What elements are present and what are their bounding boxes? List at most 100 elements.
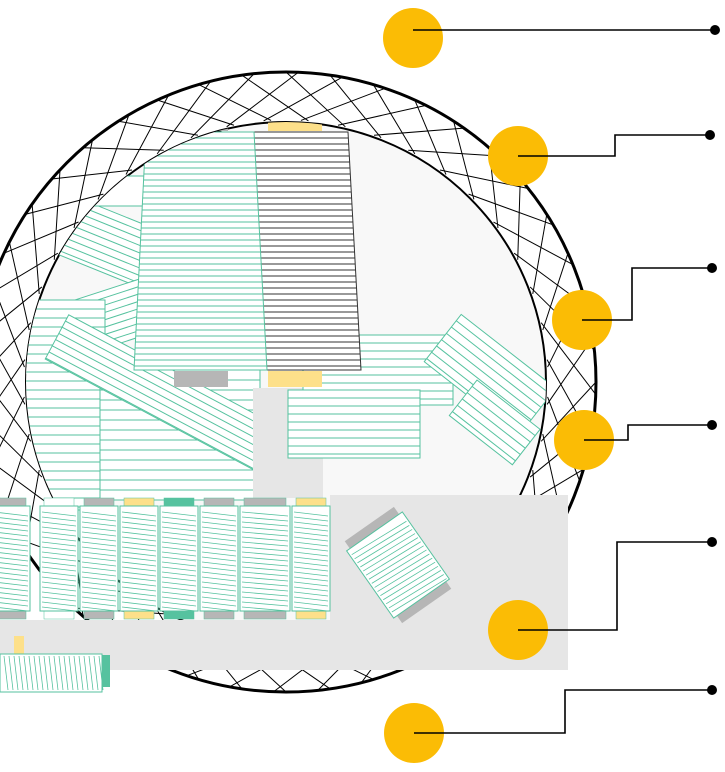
small-spool — [39, 497, 79, 620]
ring-thread — [125, 94, 170, 175]
spool-thread-line — [241, 606, 289, 612]
spool-thread-line — [293, 601, 329, 607]
spool-top-cap — [43, 497, 75, 507]
spool-thread-line — [293, 536, 329, 542]
spool-thread-line — [365, 541, 421, 576]
spool-bottom-cap — [123, 610, 155, 620]
small-spool — [0, 497, 31, 620]
spool-thread-line — [88, 655, 94, 691]
ring-thread — [374, 127, 464, 136]
callout-5 — [488, 537, 717, 660]
ring-thread — [517, 178, 521, 260]
ring-thread — [542, 253, 569, 331]
ring-thread — [157, 99, 235, 126]
spool-thread-line — [377, 557, 433, 592]
bundle-thread-line — [441, 339, 537, 414]
spool-thread-line — [121, 566, 157, 572]
spool-thread-line — [161, 581, 197, 587]
spool-thread-line — [53, 655, 59, 691]
spool-body — [39, 505, 79, 612]
spool-thread-line — [78, 655, 84, 691]
spool-thread-line — [201, 561, 237, 567]
callout-2 — [488, 126, 715, 186]
spool-thread-line — [161, 531, 197, 537]
spool-thread-line — [293, 521, 329, 527]
ring-thread — [156, 81, 212, 155]
spool-top-cap — [0, 497, 27, 507]
spool-thread-line — [201, 581, 237, 587]
spool-thread-line — [293, 511, 329, 517]
spool-thread-line — [33, 655, 39, 691]
spool-top-cap — [203, 497, 235, 507]
spool-thread-line — [41, 531, 77, 537]
spool-thread-line — [201, 526, 237, 532]
spool-thread-line — [293, 546, 329, 552]
spool-thread-line — [81, 596, 117, 602]
spool-thread-line — [354, 525, 410, 560]
thread-cones — [133, 122, 362, 387]
spool-thread-line — [241, 511, 289, 517]
spool-thread-line — [368, 545, 424, 580]
spool-thread-line — [201, 521, 237, 527]
ring-thread — [0, 286, 43, 322]
spool-thread-line — [81, 581, 117, 587]
bundle-thread-line — [452, 411, 516, 462]
ring-thread — [25, 193, 104, 215]
callout-end-dot — [707, 420, 717, 430]
spool-thread-line — [388, 574, 444, 609]
spool-thread-line — [121, 601, 157, 607]
spool-thread-line — [41, 541, 77, 547]
spool-bottom-cap — [295, 610, 327, 620]
spool-thread-line — [81, 606, 117, 612]
callout-end-dot — [707, 537, 717, 547]
spool-thread-line — [0, 592, 29, 597]
spool-thread-line — [41, 546, 77, 552]
spool-thread-line — [293, 541, 329, 547]
spool-thread-line — [121, 571, 157, 577]
spool-thread-line — [28, 655, 34, 691]
spool-thread-line — [0, 537, 29, 542]
spool-end-cap — [100, 655, 110, 687]
spool-thread-line — [0, 572, 29, 577]
spool-thread-line — [201, 541, 237, 547]
spool-thread-line — [0, 547, 29, 552]
spool-thread-line — [293, 516, 329, 522]
ring-thread — [468, 193, 554, 226]
spool-thread-line — [81, 511, 117, 517]
spool-bottom-cap — [163, 610, 195, 620]
cone-bottom-cap — [268, 371, 322, 387]
small-spool — [159, 497, 199, 620]
spool-thread-line — [41, 526, 77, 532]
ring-thread — [31, 204, 40, 294]
spool-thread-line — [81, 566, 117, 572]
ring-thread — [0, 435, 43, 478]
spool-thread-line — [41, 521, 77, 527]
callouts — [383, 8, 720, 763]
spool-thread-line — [161, 601, 197, 607]
ring-thread — [8, 241, 30, 331]
spool-thread-line — [293, 586, 329, 592]
spool-thread-line — [0, 587, 29, 592]
spool-thread-line — [161, 591, 197, 597]
spool-thread-line — [293, 591, 329, 597]
spool-body — [79, 505, 119, 612]
spool-thread-line — [241, 571, 289, 577]
spool-bottom-cap — [396, 580, 452, 624]
ring-thread — [329, 74, 382, 139]
bundle-thread-line — [446, 332, 542, 408]
spool-thread-line — [81, 521, 117, 527]
spool-thread-line — [41, 571, 77, 577]
spool-thread-line — [48, 655, 54, 691]
spool-thread-line — [0, 532, 29, 537]
spool-thread-line — [41, 566, 77, 572]
ring-thread — [73, 139, 94, 229]
thread-bundle-9 — [423, 313, 546, 437]
ring-thread — [408, 149, 499, 157]
spool-thread-line — [121, 526, 157, 532]
spool-thread-line — [41, 561, 77, 567]
spool-thread-line — [201, 516, 237, 522]
small-spool — [199, 497, 239, 620]
ring-thread — [414, 99, 447, 175]
ring-thread — [0, 396, 25, 448]
